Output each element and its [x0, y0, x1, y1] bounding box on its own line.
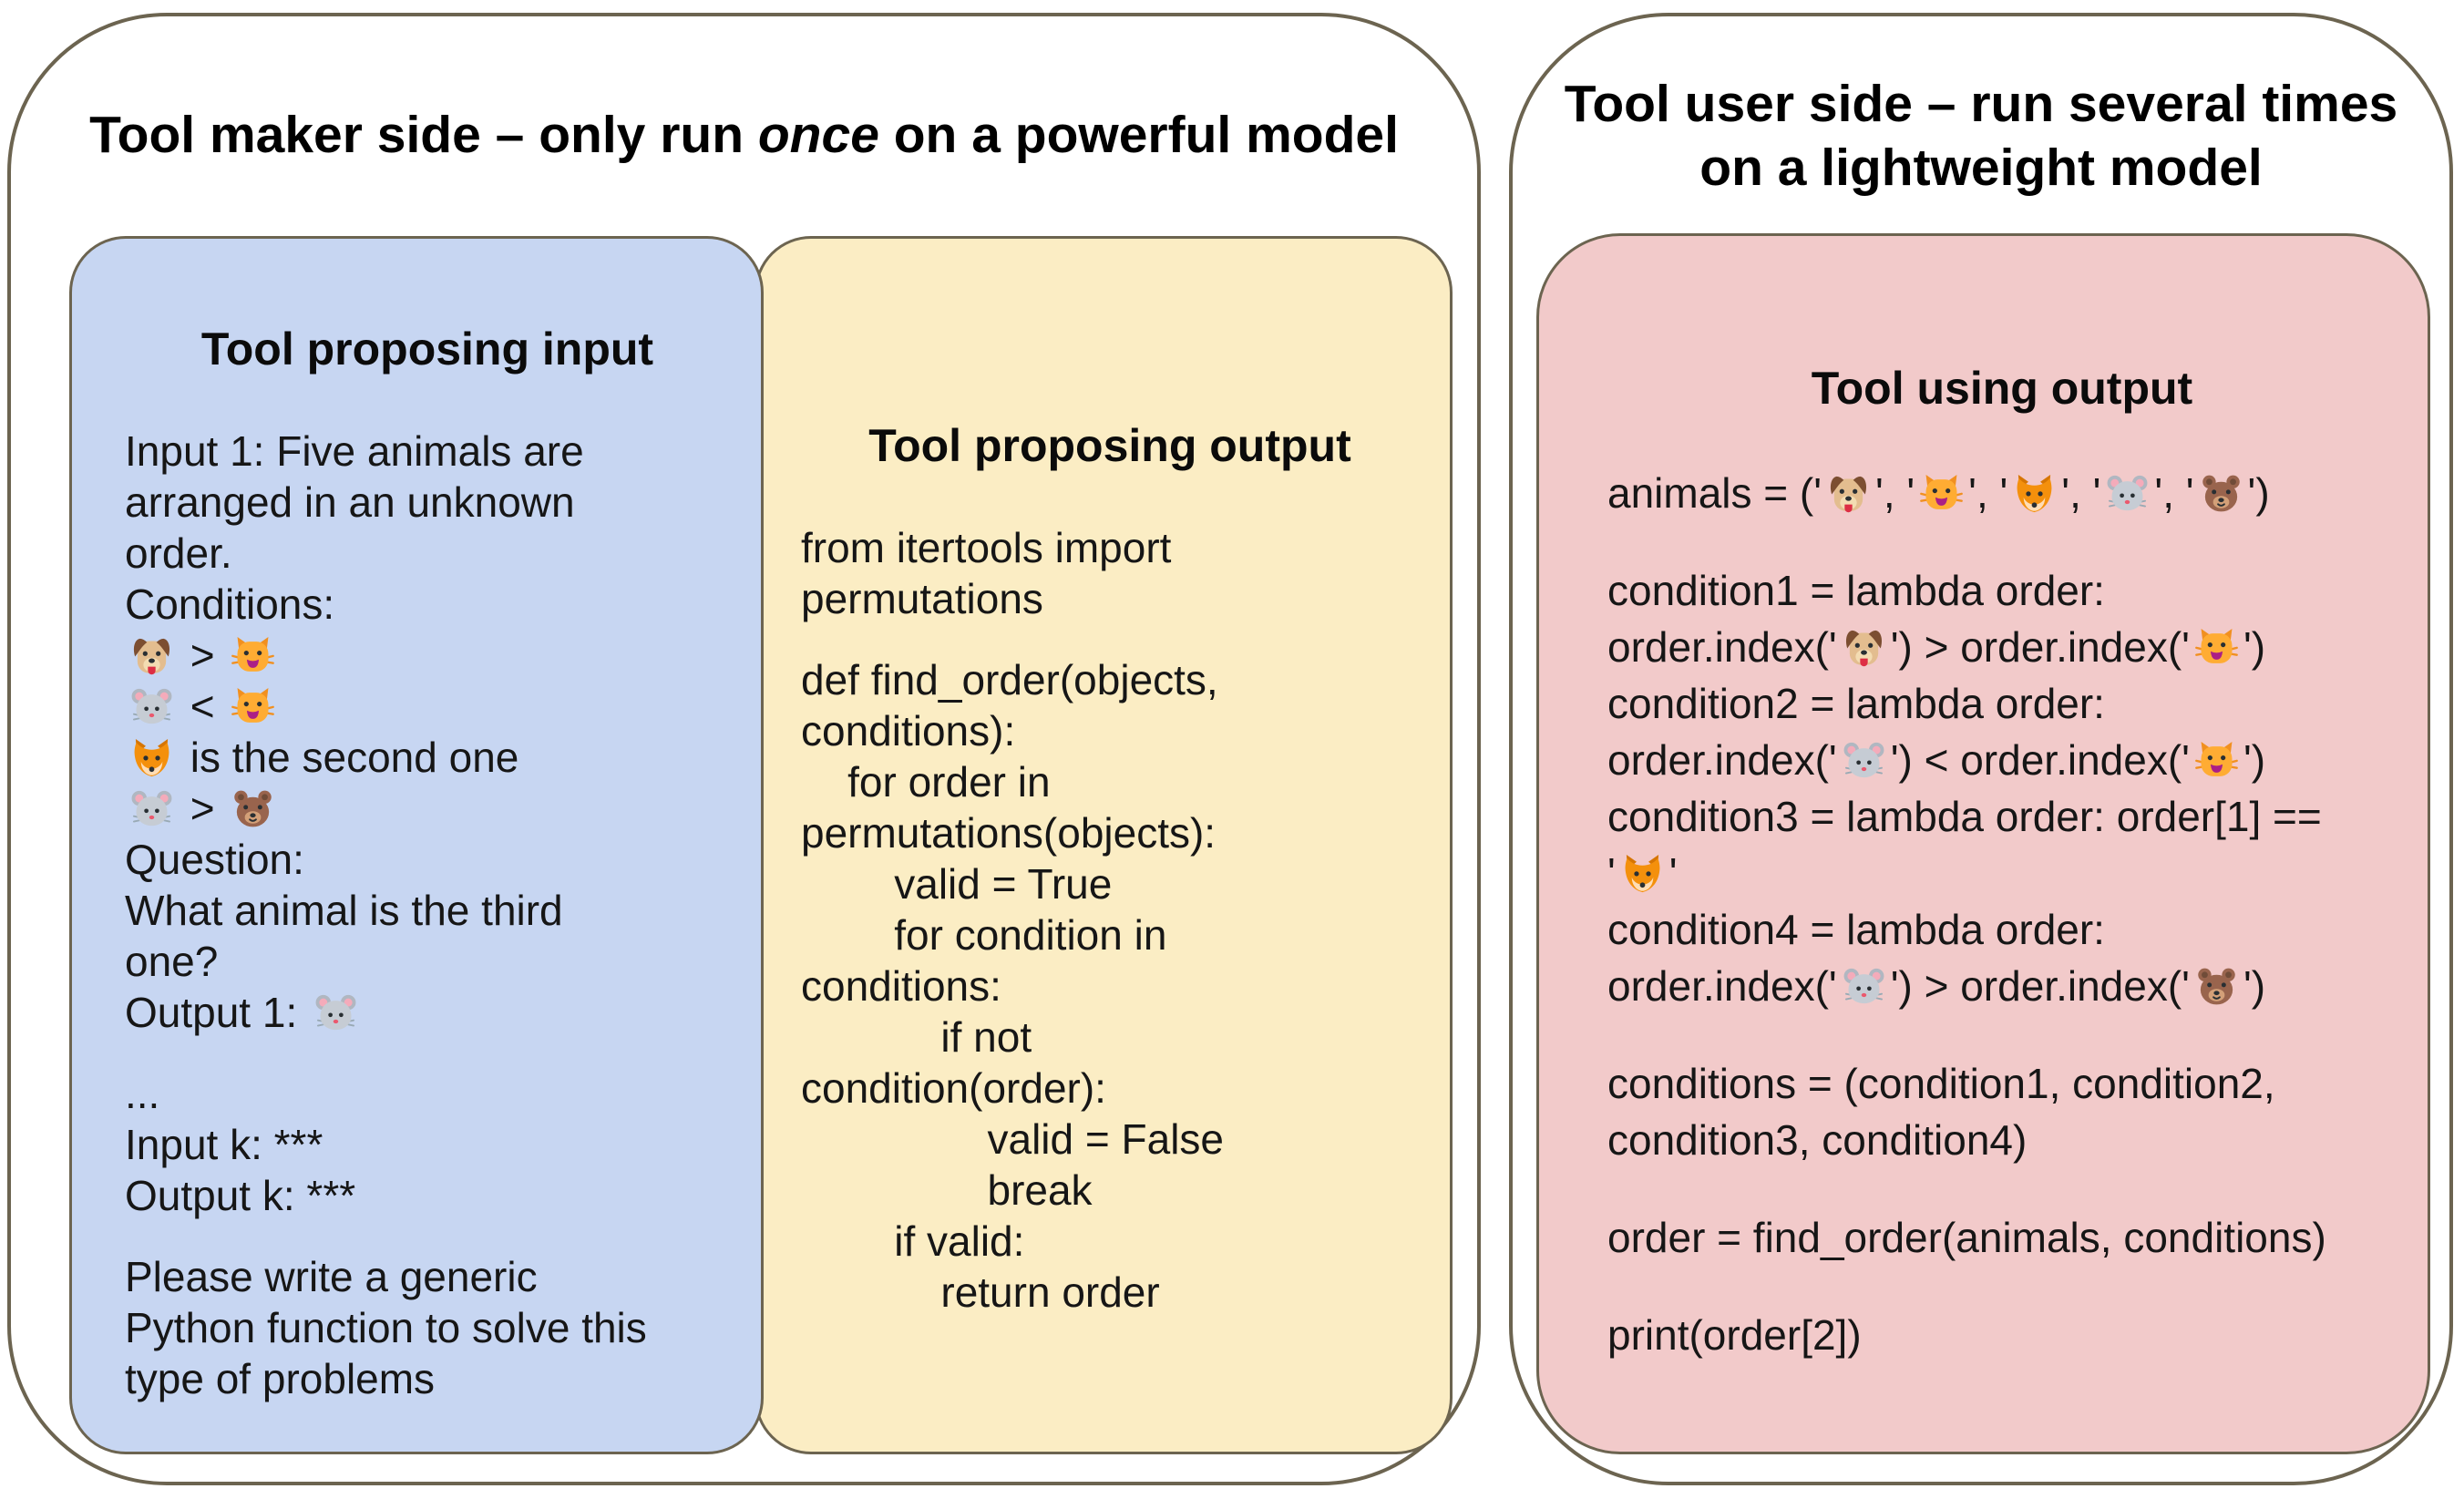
text-line: ...: [125, 1070, 160, 1117]
text-line: def find_order(objects,: [801, 656, 1218, 703]
text-line: '': [1607, 849, 1678, 897]
text-line: if valid:: [801, 1217, 1025, 1265]
text-line: [1607, 521, 2397, 562]
text-line: type of problems: [125, 1355, 436, 1402]
cat-emoji: [231, 686, 274, 729]
text-line: Question:: [125, 836, 304, 883]
text-line: condition3 = lambda order: order[1] ==: [1607, 793, 2322, 840]
text-line: What animal is the third: [125, 887, 563, 934]
fox-emoji: [130, 737, 173, 780]
text-line: conditions:: [801, 962, 1001, 1010]
dog-emoji: [1827, 473, 1870, 516]
text-line: [801, 624, 1419, 654]
tool-proposing-input-box: Tool proposing input Input 1: Five anima…: [69, 236, 764, 1454]
text-line: condition(order):: [801, 1064, 1106, 1112]
text-line: arranged in an unknown: [125, 478, 575, 526]
text-line: >: [125, 783, 730, 834]
tool-using-output-code: animals = ('', '', '', '', '') condition1…: [1607, 465, 2397, 1363]
text-line: Input 1: Five animals are: [125, 427, 584, 475]
text-line: Conditions:: [125, 580, 335, 628]
fox-emoji: [1621, 853, 1664, 896]
text-line: order.index('') > order.index(''): [1607, 623, 2266, 671]
tool-user-panel: Tool user side – run several times on a …: [1509, 13, 2453, 1485]
text-line: order.index('') > order.index(''): [1607, 962, 2266, 1010]
bear-emoji: [2195, 966, 2238, 1009]
tool-maker-title-emphasis: once: [757, 106, 879, 164]
mouse-emoji: [130, 788, 173, 831]
text-line: <: [125, 681, 730, 732]
tool-using-output-box: Tool using output animals = ('', '', '',…: [1536, 233, 2430, 1454]
cat-emoji: [1920, 473, 1963, 516]
text-line: order.: [125, 529, 232, 577]
text-line: condition3, condition4): [1607, 1116, 2028, 1164]
tool-maker-panel: Tool maker side – only run once on a pow…: [7, 13, 1481, 1485]
text-line: print(order[2]): [1607, 1311, 1862, 1359]
mouse-emoji: [1843, 740, 1885, 783]
tool-using-output-header: Tool using output: [1811, 363, 2193, 414]
tool-maker-title-prefix: Tool maker side – only run: [89, 106, 758, 164]
text-line: Output k: ***: [125, 1172, 356, 1219]
text-line: if not: [801, 1013, 1032, 1061]
text-line: is the second one: [125, 732, 730, 783]
text-line: order.index('') < order.index(''): [1607, 736, 2266, 784]
text-line: condition4 = lambda order:: [1607, 906, 2105, 953]
bear-emoji: [231, 788, 274, 831]
text-line: from itertools import: [801, 524, 1172, 571]
text-line: one?: [125, 938, 219, 985]
dog-emoji: [130, 635, 173, 678]
cat-emoji: [2195, 627, 2238, 670]
text-line: valid = True: [801, 860, 1113, 908]
text-line: conditions):: [801, 707, 1016, 755]
text-line: animals = ('', '', '', '', ''): [1607, 469, 2270, 517]
cat-emoji: [2195, 740, 2238, 783]
mouse-emoji: [314, 992, 357, 1035]
tool-proposing-output-header: Tool proposing output: [868, 420, 1351, 471]
text-line: break: [801, 1166, 1093, 1214]
tool-user-title: Tool user side – run several times on a …: [1564, 75, 2398, 197]
text-line: condition2 = lambda order:: [1607, 680, 2105, 727]
tool-maker-title: Tool maker side – only run once on a pow…: [56, 104, 1432, 168]
text-line: [1607, 1168, 2397, 1209]
text-line: [1607, 1014, 2397, 1055]
fox-emoji: [2013, 473, 2056, 516]
text-line: permutations(objects):: [801, 809, 1217, 857]
text-line: for condition in: [801, 911, 1167, 959]
text-line: valid = False: [801, 1115, 1224, 1163]
tool-maker-title-suffix: on a powerful model: [878, 106, 1399, 164]
text-line: [125, 1038, 730, 1068]
text-line: condition1 = lambda order:: [1607, 567, 2105, 614]
text-line: return order: [801, 1268, 1160, 1316]
dog-emoji: [1843, 627, 1885, 670]
text-line: permutations: [801, 575, 1043, 622]
text-line: Output 1:: [125, 987, 730, 1038]
text-line: for order in: [801, 758, 1051, 806]
mouse-emoji: [2106, 473, 2149, 516]
text-line: [125, 1221, 730, 1251]
mouse-emoji: [130, 686, 173, 729]
text-line: [1607, 1266, 2397, 1307]
cat-emoji: [231, 635, 274, 678]
text-line: >: [125, 630, 730, 681]
text-line: conditions = (condition1, condition2,: [1607, 1060, 2275, 1107]
text-line: order = find_order(animals, conditions): [1607, 1214, 2326, 1261]
text-line: Input k: ***: [125, 1121, 323, 1168]
text-line: Python function to solve this: [125, 1304, 647, 1351]
bear-emoji: [2200, 473, 2243, 516]
tool-proposing-input-header: Tool proposing input: [200, 323, 654, 375]
tool-proposing-output-box: Tool proposing output from itertools imp…: [755, 236, 1453, 1454]
text-line: Please write a generic: [125, 1253, 538, 1300]
mouse-emoji: [1843, 966, 1885, 1009]
